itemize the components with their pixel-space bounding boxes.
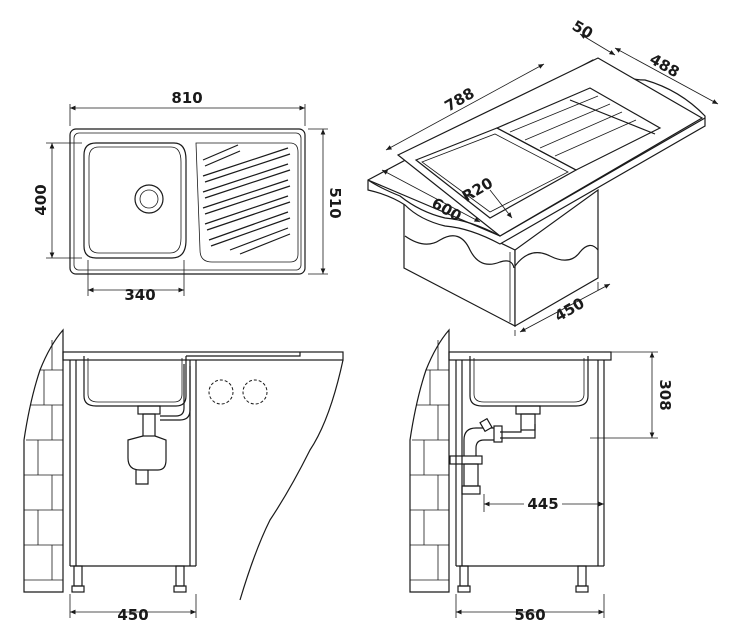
pipe-hole-icon: [242, 379, 268, 405]
iso-view: 50 488 788 R20 600 450: [367, 17, 719, 336]
dim-510: 510: [326, 187, 344, 218]
dim-340: 340: [124, 286, 155, 304]
drain-icon: [134, 184, 164, 214]
front-view: 450: [23, 328, 344, 624]
dim-400: 400: [32, 184, 50, 215]
dim-560: 560: [514, 606, 545, 624]
dim-50: 50: [569, 17, 596, 43]
side-view: 308 445 560: [409, 328, 674, 624]
dim-810: 810: [171, 89, 202, 107]
dim-450-front: 450: [117, 606, 148, 624]
dim-308: 308: [656, 379, 674, 410]
pipe-hole-icon: [208, 379, 234, 405]
dim-488: 488: [646, 50, 682, 81]
dim-788: 788: [441, 84, 477, 115]
dim-445: 445: [527, 495, 558, 513]
top-view: 810 510 400 340: [32, 89, 344, 304]
